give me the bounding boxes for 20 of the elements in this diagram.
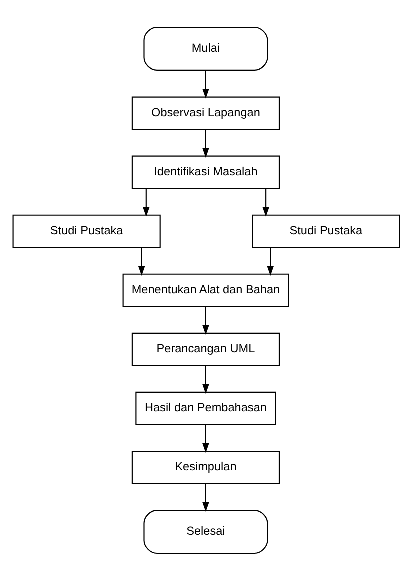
node-box: Kesimpulan <box>131 450 280 484</box>
node-box: Observasi Lapangan <box>131 96 280 130</box>
node-box: Hasil dan Pembahasan <box>135 392 276 426</box>
node-box: Mulai <box>143 26 268 71</box>
arrow <box>202 130 209 158</box>
arrow <box>202 306 209 336</box>
arrow <box>138 248 145 276</box>
node-box: Menentukan Alat dan Bahan <box>122 274 289 308</box>
node-box: Studi Pustaka <box>12 214 160 248</box>
arrow <box>202 366 209 394</box>
node-box: Identifikasi Masalah <box>131 156 280 190</box>
arrow <box>262 188 269 217</box>
node-box: Perancangan UML <box>131 332 280 366</box>
arrow <box>266 248 274 276</box>
node-box: Selesai <box>143 510 268 554</box>
arrow <box>202 484 209 512</box>
node-box: Studi Pustaka <box>252 214 400 248</box>
arrow <box>202 70 209 99</box>
arrow <box>202 424 209 454</box>
arrow <box>142 188 150 217</box>
